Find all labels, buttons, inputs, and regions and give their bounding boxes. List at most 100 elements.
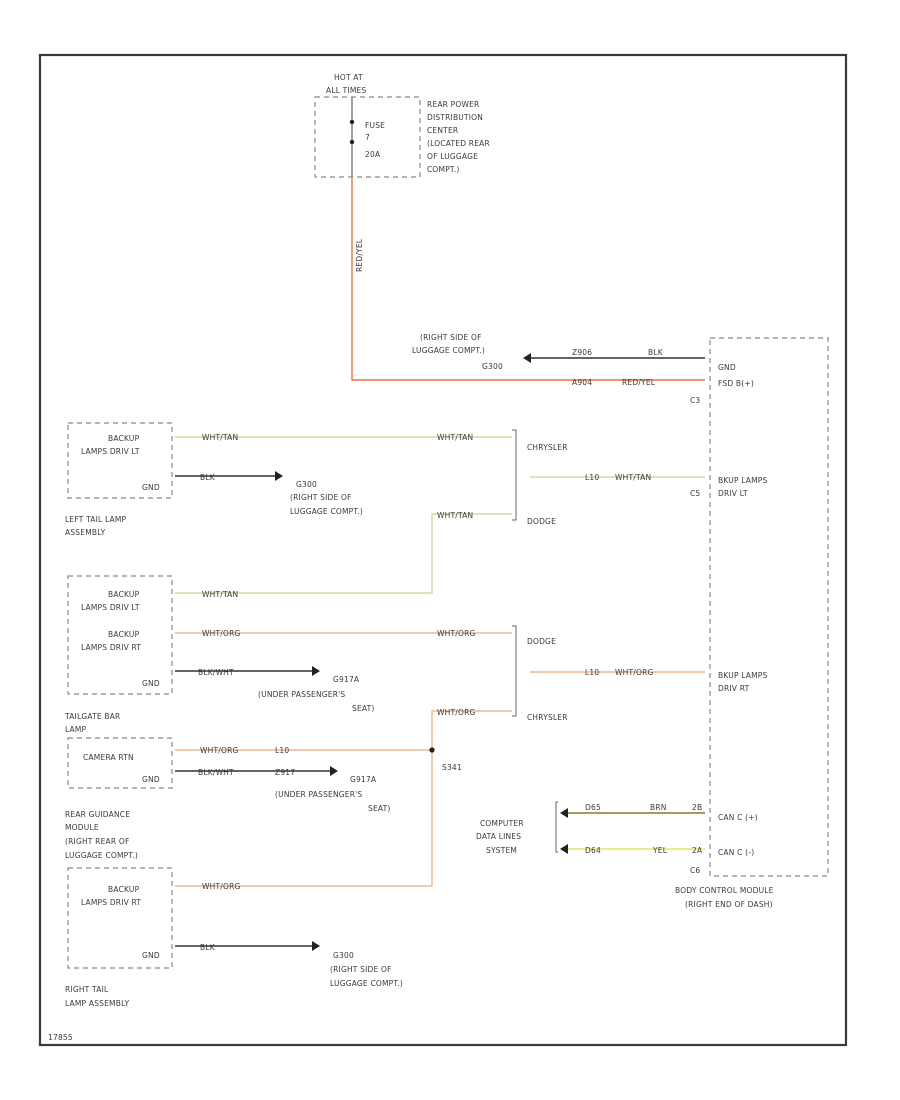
pdc-line-6: COMPT.)	[427, 165, 460, 174]
bcm-pin-rt-1: BKUP LAMPS	[718, 671, 768, 680]
left-tail-name-1: LEFT TAIL LAMP	[65, 515, 127, 524]
rear-guidance-ground-id: G917A	[350, 775, 377, 784]
right-tail-pin1b: LAMPS DRIV RT	[81, 898, 141, 907]
bcm-pin-lt-2: DRIV LT	[718, 489, 748, 498]
rear-guidance-name-2: MODULE	[65, 823, 99, 832]
ground-symbol-right-tail	[312, 941, 320, 951]
right-tail-name-1: RIGHT TAIL	[65, 985, 109, 994]
fuse-terminal-top	[349, 119, 355, 125]
option-rt-chrysler-wire: WHT/ORG	[437, 708, 476, 717]
fuse-terminal-bottom	[349, 139, 355, 145]
left-tail-ground-id: G300	[296, 480, 317, 489]
splice-s341-label: S341	[442, 763, 462, 772]
ground-symbol-tailgate	[312, 666, 320, 676]
footer-code: 17855	[48, 1033, 73, 1042]
rear-guidance-box	[67, 737, 173, 789]
option-lt-dodge-wire: WHT/TAN	[437, 511, 473, 520]
tailgate-pin2b: LAMPS DRIV RT	[81, 643, 141, 652]
bcm-pin-canh: CAN C (+)	[718, 813, 758, 822]
tailgate-wire2-label-a: WHT/ORG	[202, 629, 241, 638]
rear-guidance-name-3: (RIGHT REAR OF	[65, 837, 129, 846]
ground-symbol-top	[523, 353, 531, 363]
wire-wht-tan-dodge-lt	[175, 513, 512, 594]
fuse-number: 7	[365, 133, 370, 142]
hot-label-1: HOT AT	[334, 73, 363, 82]
left-tail-lamp-assembly: BACKUP LAMPS DRIV LT GND LEFT TAIL LAMP …	[65, 422, 173, 537]
pdc-line-1: REAR POWER	[427, 100, 479, 109]
bcm-box	[709, 337, 829, 877]
computer-data-lines: COMPUTER DATA LINES SYSTEM D65 BRN 2B D6…	[476, 801, 705, 855]
rear-guidance-name-4: LUGGAGE COMPT.)	[65, 851, 138, 860]
right-tail-ground-id: G300	[333, 951, 354, 960]
splice-s341	[429, 747, 435, 753]
can-label-2: DATA LINES	[476, 832, 521, 841]
right-tail-pin1: BACKUP	[108, 885, 140, 894]
right-tail-wire1-label: WHT/ORG	[202, 882, 241, 891]
tailgate-wire3-label: BLK/WHT	[198, 668, 234, 677]
right-tail-wire2-label: BLK	[200, 943, 216, 952]
can-label-1: COMPUTER	[480, 819, 524, 828]
bcm-pin-rt-2: DRIV RT	[718, 684, 750, 693]
option-rt-wire: WHT/ORG	[615, 668, 654, 677]
left-tail-ground-loc-1: (RIGHT SIDE OF	[290, 493, 352, 502]
body-control-module: GND FSD B(+) C3 BKUP LAMPS DRIV LT C5 BK…	[675, 337, 829, 909]
wire-red-yel-feed	[351, 178, 705, 381]
diagram-frame	[38, 53, 848, 1047]
rear-guidance-wire2: BLK/WHT	[198, 768, 234, 777]
tailgate-wire1-label: WHT/TAN	[202, 590, 238, 599]
option-rt-chrysler: CHRYSLER	[527, 713, 568, 722]
tailgate-wire2-label-b: WHT/ORG	[437, 629, 476, 638]
bcm-name-1: BODY CONTROL MODULE	[675, 886, 774, 895]
option-lt-dodge: DODGE	[527, 517, 556, 526]
pin-a904: A904	[572, 378, 592, 387]
tailgate-name-1: TAILGATE BAR	[64, 712, 120, 721]
option-rt-dodge: DODGE	[527, 637, 556, 646]
option-lt-wire: WHT/TAN	[615, 473, 651, 482]
left-tail-pin1: BACKUP	[108, 434, 140, 443]
pdc-line-5: OF LUGGAGE	[427, 152, 478, 161]
tailgate-ground-loc-1: (UNDER PASSENGER'S	[258, 690, 345, 699]
bcm-pin-fused: FSD B(+)	[718, 379, 754, 388]
left-tail-pin1b: LAMPS DRIV LT	[81, 447, 140, 456]
right-tail-ground-loc-1: (RIGHT SIDE OF	[330, 965, 392, 974]
option-lt-circuit: L10	[585, 473, 599, 482]
g300-top-id: G300	[482, 362, 503, 371]
bcm-connector-c3: C3	[690, 396, 700, 405]
left-tail-ground-loc-2: LUGGAGE COMPT.)	[290, 507, 363, 516]
pin-z906: Z906	[572, 348, 592, 357]
can-cav-l: 2A	[692, 846, 703, 855]
rear-guidance-ground-loc-2: SEAT)	[368, 804, 391, 813]
pdc-line-3: CENTER	[427, 126, 458, 135]
can-bracket	[555, 801, 558, 853]
left-tail-pin2: GND	[142, 483, 160, 492]
pdc-line-2: DISTRIBUTION	[427, 113, 483, 122]
rear-guidance-circuit1: L10	[275, 746, 289, 755]
rear-guidance-ground-loc-1: (UNDER PASSENGER'S	[275, 790, 362, 799]
bcm-connector-c6: C6	[690, 866, 700, 875]
pdc-box	[314, 96, 421, 178]
hot-label-2: ALL TIMES	[326, 86, 366, 95]
option-split-rt: DODGE CHRYSLER L10 WHT/ORG	[512, 625, 705, 722]
tailgate-pin1: BACKUP	[108, 590, 140, 599]
bcm-pin-gnd: GND	[718, 363, 736, 372]
bcm-name-2: (RIGHT END OF DASH)	[685, 900, 773, 909]
tailgate-ground-loc-2: SEAT)	[352, 704, 375, 713]
rear-guidance-pin1: CAMERA RTN	[83, 753, 134, 762]
bcm-ground-circuit: (RIGHT SIDE OF LUGGAGE COMPT.) G300 Z906…	[412, 333, 705, 387]
rear-guidance-module: CAMERA RTN GND REAR GUIDANCE MODULE (RIG…	[65, 737, 173, 860]
wire-wht-org-chrysler-rt	[175, 710, 512, 887]
g300-top-loc-1: (RIGHT SIDE OF	[420, 333, 482, 342]
tailgate-bar-lamp: BACKUP LAMPS DRIV LT BACKUP LAMPS DRIV R…	[64, 575, 173, 734]
option-split-lt: CHRYSLER DODGE L10 WHT/TAN	[512, 429, 705, 526]
option-rt-circuit: L10	[585, 668, 599, 677]
bcm-connector-c5: C5	[690, 489, 700, 498]
wire-blk-top: BLK	[648, 348, 664, 357]
right-tail-box	[67, 867, 173, 969]
brace-rt	[512, 625, 517, 717]
rear-guidance-circuit2: Z917	[275, 768, 295, 777]
power-distribution-center: HOT AT ALL TIMES FUSE 7 20A REAR POWER D…	[314, 73, 490, 178]
left-tail-wire2-label: BLK	[200, 473, 216, 482]
can-arrow-l	[560, 844, 568, 854]
can-pin-h: D65	[585, 803, 601, 812]
